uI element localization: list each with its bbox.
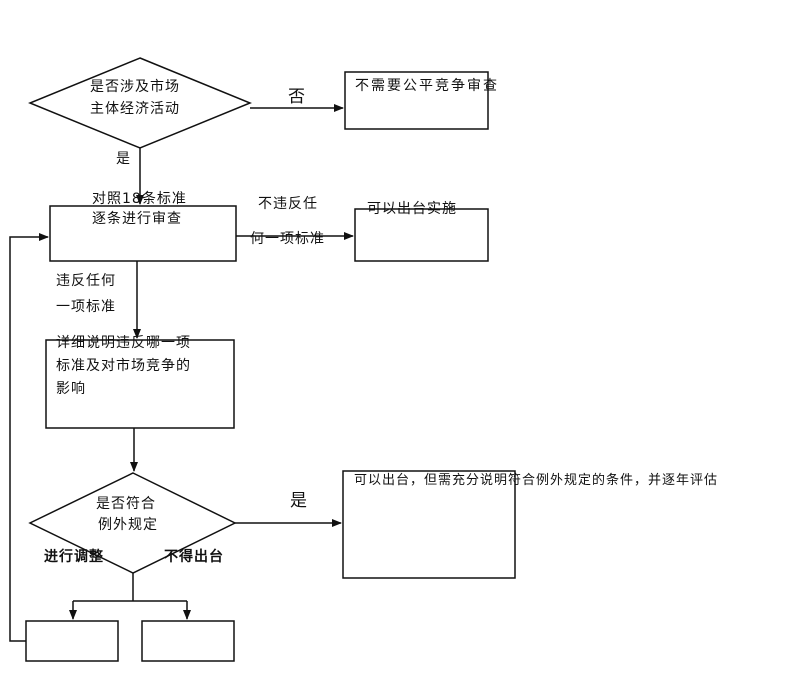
label-violation-line1: 违反任何 <box>56 273 116 289</box>
label-no-violation-line1: 不违反任 <box>258 196 318 212</box>
box-review-line2: 逐条进行审查 <box>92 211 182 227</box>
box-can-implement-text: 可以出台实施 <box>367 201 457 217</box>
label-violation-line2: 一项标准 <box>56 299 116 315</box>
decision-market-line1: 是否涉及市场 <box>90 79 180 95</box>
box-review <box>49 205 237 262</box>
label-yes2: 是 <box>290 491 308 511</box>
label-cannot: 不得出台 <box>164 549 224 565</box>
box-explain-line2: 标准及对市场竞争的 <box>56 358 191 374</box>
box-can-implement <box>354 208 489 262</box>
decision-exception-line2: 例外规定 <box>98 517 158 533</box>
box-no-review-text: 不需要公平竞争审查 <box>355 78 499 94</box>
label-adjust: 进行调整 <box>44 549 104 565</box>
arrow-feedback-loop <box>9 233 49 642</box>
label-yes: 是 <box>116 151 131 167</box>
box-explain-line3: 影响 <box>56 381 86 397</box>
decision-market-line2: 主体经济活动 <box>90 101 180 117</box>
box-no-review <box>344 71 489 130</box>
box-exception-ok <box>342 470 516 579</box>
box-review-line1: 对照18条标准 <box>92 191 187 207</box>
label-no-violation-line2: 何一项标准 <box>250 231 325 247</box>
box-cannot <box>141 620 235 662</box>
box-adjust <box>25 620 119 662</box>
box-exception-ok-text: 可以出台，但需充分说明符合例外规定的条件，并逐年评估 <box>354 473 719 488</box>
label-no: 否 <box>288 87 306 107</box>
box-explain <box>45 339 235 429</box>
box-explain-line1: 详细说明违反哪一项 <box>56 335 191 351</box>
decision-exception-line1: 是否符合 <box>96 496 156 512</box>
